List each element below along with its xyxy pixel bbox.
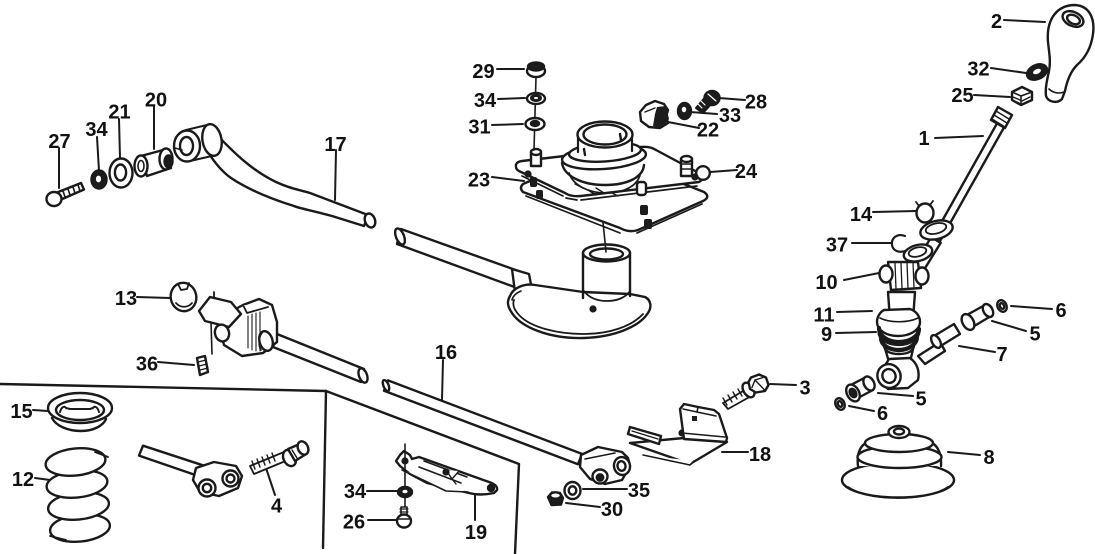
svg-text:31: 31: [468, 117, 490, 139]
svg-text:17: 17: [324, 134, 346, 156]
svg-text:15: 15: [10, 401, 32, 423]
svg-text:11: 11: [813, 305, 834, 327]
svg-text:2: 2: [991, 11, 1002, 33]
svg-text:25: 25: [951, 85, 973, 107]
svg-text:34: 34: [474, 90, 497, 112]
svg-text:24: 24: [735, 161, 758, 183]
svg-text:10: 10: [815, 272, 837, 294]
svg-text:6: 6: [877, 403, 888, 425]
svg-text:20: 20: [145, 90, 167, 112]
svg-text:33: 33: [719, 105, 741, 127]
svg-text:35: 35: [628, 480, 650, 502]
svg-text:5: 5: [1029, 324, 1040, 346]
svg-text:12: 12: [12, 469, 34, 491]
svg-text:13: 13: [115, 288, 137, 310]
svg-text:26: 26: [343, 512, 365, 534]
svg-text:37: 37: [826, 235, 848, 257]
svg-text:36: 36: [136, 354, 158, 376]
svg-text:4: 4: [271, 496, 283, 518]
svg-text:34: 34: [85, 119, 108, 141]
svg-text:8: 8: [983, 447, 994, 469]
svg-text:6: 6: [1055, 300, 1066, 322]
svg-text:32: 32: [967, 59, 989, 81]
svg-text:9: 9: [821, 324, 832, 346]
svg-text:22: 22: [697, 120, 719, 142]
svg-text:34: 34: [344, 481, 367, 503]
svg-text:21: 21: [108, 102, 130, 124]
svg-text:3: 3: [799, 378, 810, 400]
svg-text:19: 19: [465, 522, 487, 544]
svg-text:27: 27: [48, 131, 70, 153]
svg-text:18: 18: [749, 444, 771, 466]
svg-text:23: 23: [468, 170, 490, 192]
svg-text:16: 16: [435, 342, 457, 364]
svg-text:28: 28: [745, 92, 767, 114]
svg-text:1: 1: [918, 128, 929, 150]
svg-text:7: 7: [996, 344, 1007, 366]
svg-text:30: 30: [601, 499, 623, 521]
svg-text:5: 5: [915, 389, 926, 411]
svg-text:14: 14: [850, 204, 873, 226]
svg-text:29: 29: [472, 61, 494, 83]
